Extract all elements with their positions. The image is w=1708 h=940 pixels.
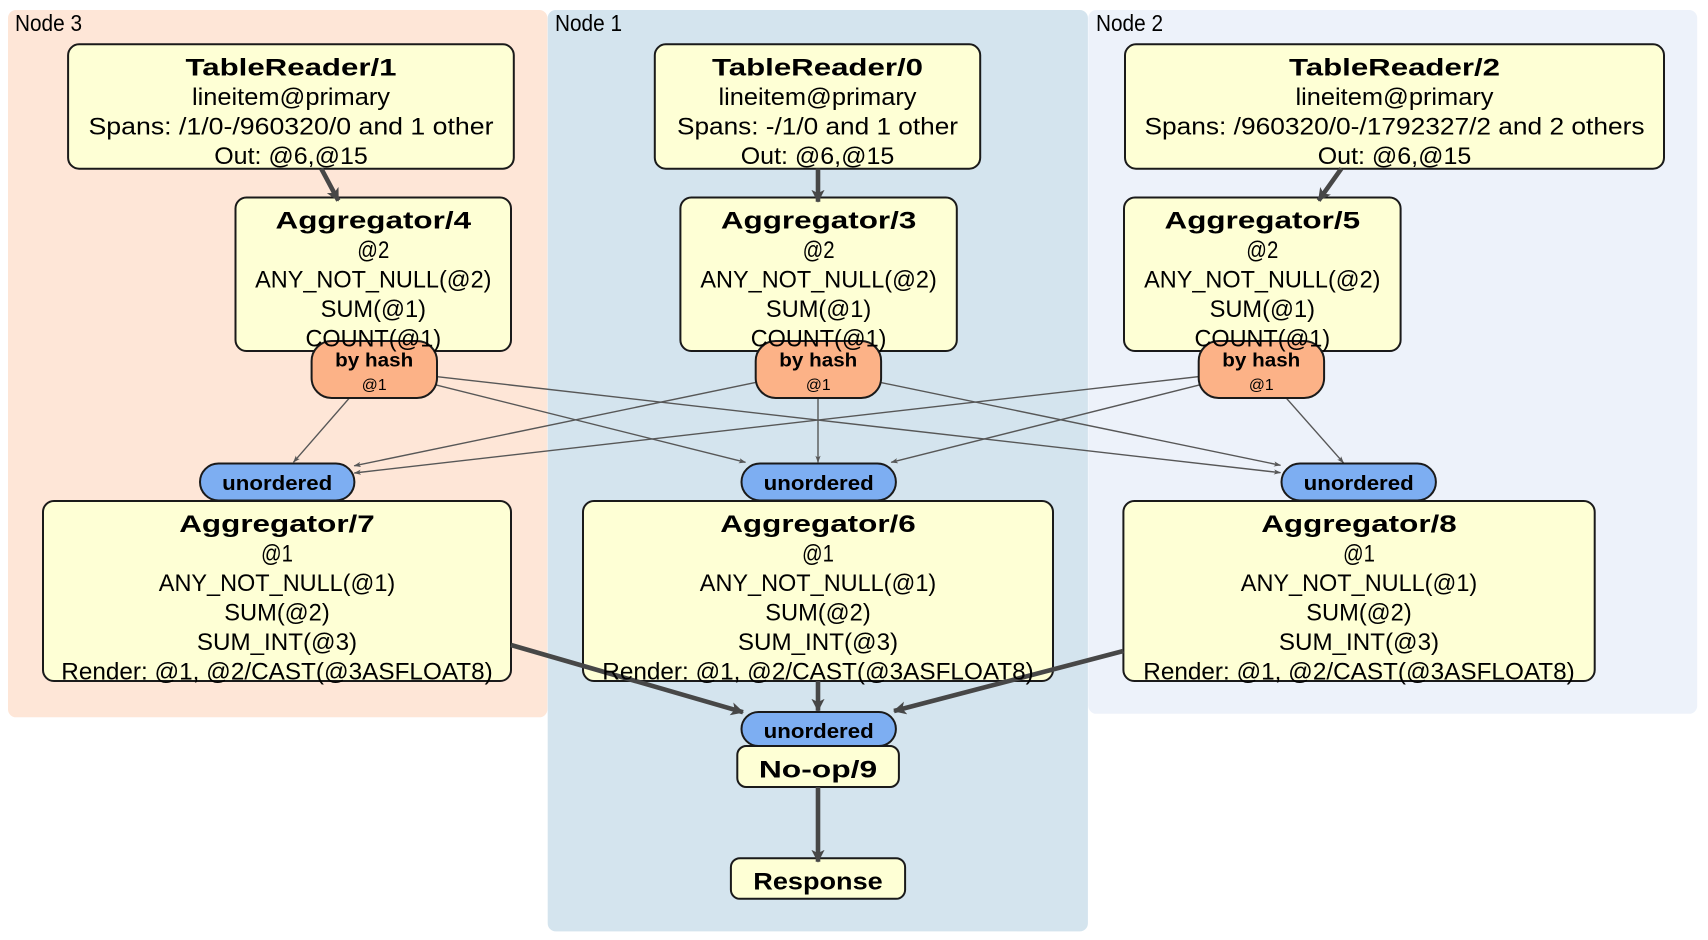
svg-text:by hash: by hash xyxy=(335,350,413,371)
svg-text:lineitem@primary: lineitem@primary xyxy=(192,84,390,111)
svg-text:@1: @1 xyxy=(261,541,293,568)
svg-text:TableReader/0: TableReader/0 xyxy=(712,54,923,81)
svg-text:@2: @2 xyxy=(803,237,835,264)
svg-text:Response: Response xyxy=(753,868,882,895)
svg-text:Out: @6,@15: Out: @6,@15 xyxy=(214,143,368,170)
svg-text:Aggregator/3: Aggregator/3 xyxy=(721,208,917,235)
svg-text:ANY_NOT_NULL(@1): ANY_NOT_NULL(@1) xyxy=(1241,570,1477,597)
svg-text:@1: @1 xyxy=(806,377,831,394)
svg-text:lineitem@primary: lineitem@primary xyxy=(1296,84,1494,111)
svg-text:@1: @1 xyxy=(1343,541,1375,568)
svg-text:ANY_NOT_NULL(@1): ANY_NOT_NULL(@1) xyxy=(700,570,936,597)
svg-text:@1: @1 xyxy=(1249,377,1274,394)
svg-text:ANY_NOT_NULL(@2): ANY_NOT_NULL(@2) xyxy=(1144,267,1380,294)
svg-text:Render: @1, @2/CAST(@3ASFLOAT8: Render: @1, @2/CAST(@3ASFLOAT8) xyxy=(602,658,1033,685)
svg-text:COUNT(@1): COUNT(@1) xyxy=(751,325,887,352)
svg-text:Aggregator/4: Aggregator/4 xyxy=(276,208,472,235)
svg-text:Node 2: Node 2 xyxy=(1096,10,1163,36)
svg-text:TableReader/1: TableReader/1 xyxy=(186,54,397,81)
svg-text:by hash: by hash xyxy=(779,350,857,371)
svg-text:SUM(@2): SUM(@2) xyxy=(224,599,329,626)
svg-text:COUNT(@1): COUNT(@1) xyxy=(305,325,441,352)
svg-text:SUM_INT(@3): SUM_INT(@3) xyxy=(1279,629,1439,656)
svg-text:lineitem@primary: lineitem@primary xyxy=(719,84,917,111)
svg-text:by hash: by hash xyxy=(1222,350,1300,371)
svg-text:unordered: unordered xyxy=(764,473,874,495)
svg-text:SUM_INT(@3): SUM_INT(@3) xyxy=(738,629,898,656)
svg-text:unordered: unordered xyxy=(764,721,874,743)
svg-text:Spans: /960320/0-/1792327/2 an: Spans: /960320/0-/1792327/2 and 2 others xyxy=(1145,113,1645,140)
svg-text:@2: @2 xyxy=(357,237,389,264)
svg-text:Spans: /1/0-/960320/0 and 1 ot: Spans: /1/0-/960320/0 and 1 other xyxy=(89,113,494,140)
svg-text:@1: @1 xyxy=(362,377,387,394)
svg-text:TableReader/2: TableReader/2 xyxy=(1289,54,1500,81)
svg-text:unordered: unordered xyxy=(222,473,332,495)
svg-text:unordered: unordered xyxy=(1304,473,1414,495)
svg-text:SUM(@2): SUM(@2) xyxy=(765,599,870,626)
svg-text:Render: @1, @2/CAST(@3ASFLOAT8: Render: @1, @2/CAST(@3ASFLOAT8) xyxy=(61,658,492,685)
svg-text:Aggregator/7: Aggregator/7 xyxy=(179,511,375,538)
svg-text:SUM_INT(@3): SUM_INT(@3) xyxy=(197,629,357,656)
svg-text:Out: @6,@15: Out: @6,@15 xyxy=(741,143,895,170)
svg-text:Node 1: Node 1 xyxy=(555,10,622,36)
svg-text:@2: @2 xyxy=(1246,237,1278,264)
svg-text:Aggregator/6: Aggregator/6 xyxy=(720,511,916,538)
svg-text:Aggregator/8: Aggregator/8 xyxy=(1261,511,1457,538)
svg-text:Out: @6,@15: Out: @6,@15 xyxy=(1318,143,1472,170)
svg-text:Aggregator/5: Aggregator/5 xyxy=(1165,208,1361,235)
svg-text:Render: @1, @2/CAST(@3ASFLOAT8: Render: @1, @2/CAST(@3ASFLOAT8) xyxy=(1143,658,1574,685)
svg-text:Spans: -/1/0 and 1 other: Spans: -/1/0 and 1 other xyxy=(677,113,958,140)
svg-text:COUNT(@1): COUNT(@1) xyxy=(1194,325,1330,352)
svg-text:ANY_NOT_NULL(@1): ANY_NOT_NULL(@1) xyxy=(159,570,395,597)
svg-text:SUM(@1): SUM(@1) xyxy=(321,296,426,323)
svg-text:SUM(@1): SUM(@1) xyxy=(1210,296,1315,323)
svg-text:SUM(@1): SUM(@1) xyxy=(766,296,871,323)
svg-text:ANY_NOT_NULL(@2): ANY_NOT_NULL(@2) xyxy=(255,267,491,294)
svg-text:No-op/9: No-op/9 xyxy=(759,756,877,783)
svg-text:@1: @1 xyxy=(802,541,834,568)
svg-text:Node 3: Node 3 xyxy=(15,10,82,36)
svg-text:ANY_NOT_NULL(@2): ANY_NOT_NULL(@2) xyxy=(700,267,936,294)
svg-text:SUM(@2): SUM(@2) xyxy=(1306,599,1411,626)
